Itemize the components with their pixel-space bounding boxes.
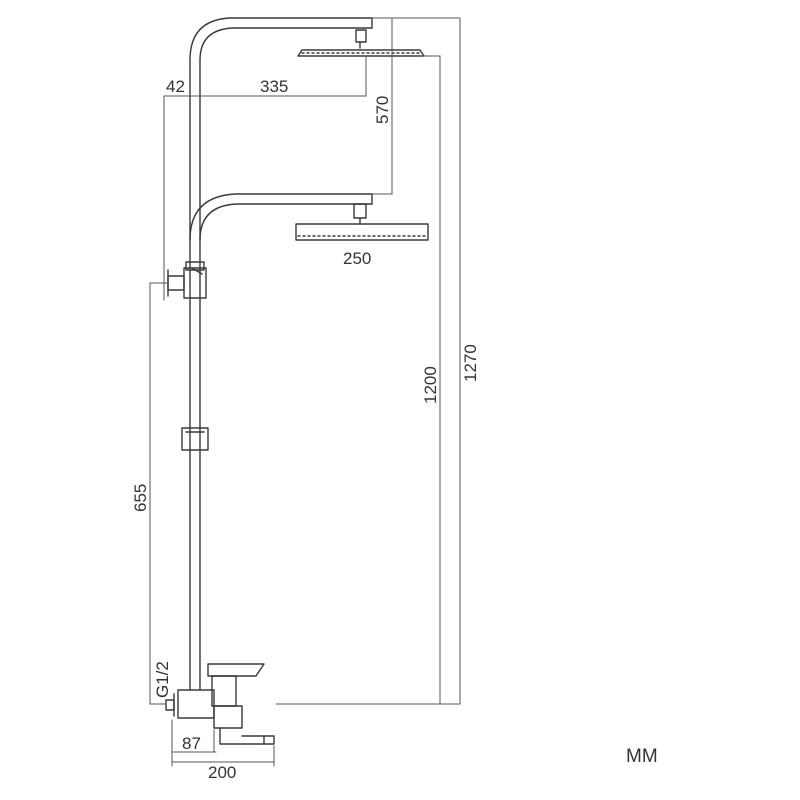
- dim-87: 87: [182, 734, 201, 753]
- dim-200: 200: [208, 763, 236, 782]
- dim-42: 42: [166, 77, 185, 96]
- bath-mixer: [165, 663, 275, 745]
- riser-pipe: [189, 59, 201, 691]
- upper-shower-head: [297, 29, 425, 57]
- dim-1270: 1270: [461, 344, 480, 382]
- slider-bracket: [181, 427, 209, 451]
- thread-size: G1/2: [153, 661, 172, 698]
- rain-shower-head: [295, 203, 429, 241]
- dim-250: 250: [343, 249, 371, 268]
- dimension-lines: [149, 17, 461, 767]
- dim-335: 335: [260, 77, 288, 96]
- upper-shower-arm: [189, 17, 373, 61]
- dimension-labels: 42 335 570 250 1200 1270 655 G1/2 87 200…: [131, 77, 658, 782]
- lower-shower-arm: [189, 193, 373, 241]
- dim-1200: 1200: [421, 366, 440, 404]
- dim-570: 570: [373, 96, 392, 124]
- dim-655: 655: [131, 484, 150, 512]
- unit-label: MM: [626, 746, 658, 767]
